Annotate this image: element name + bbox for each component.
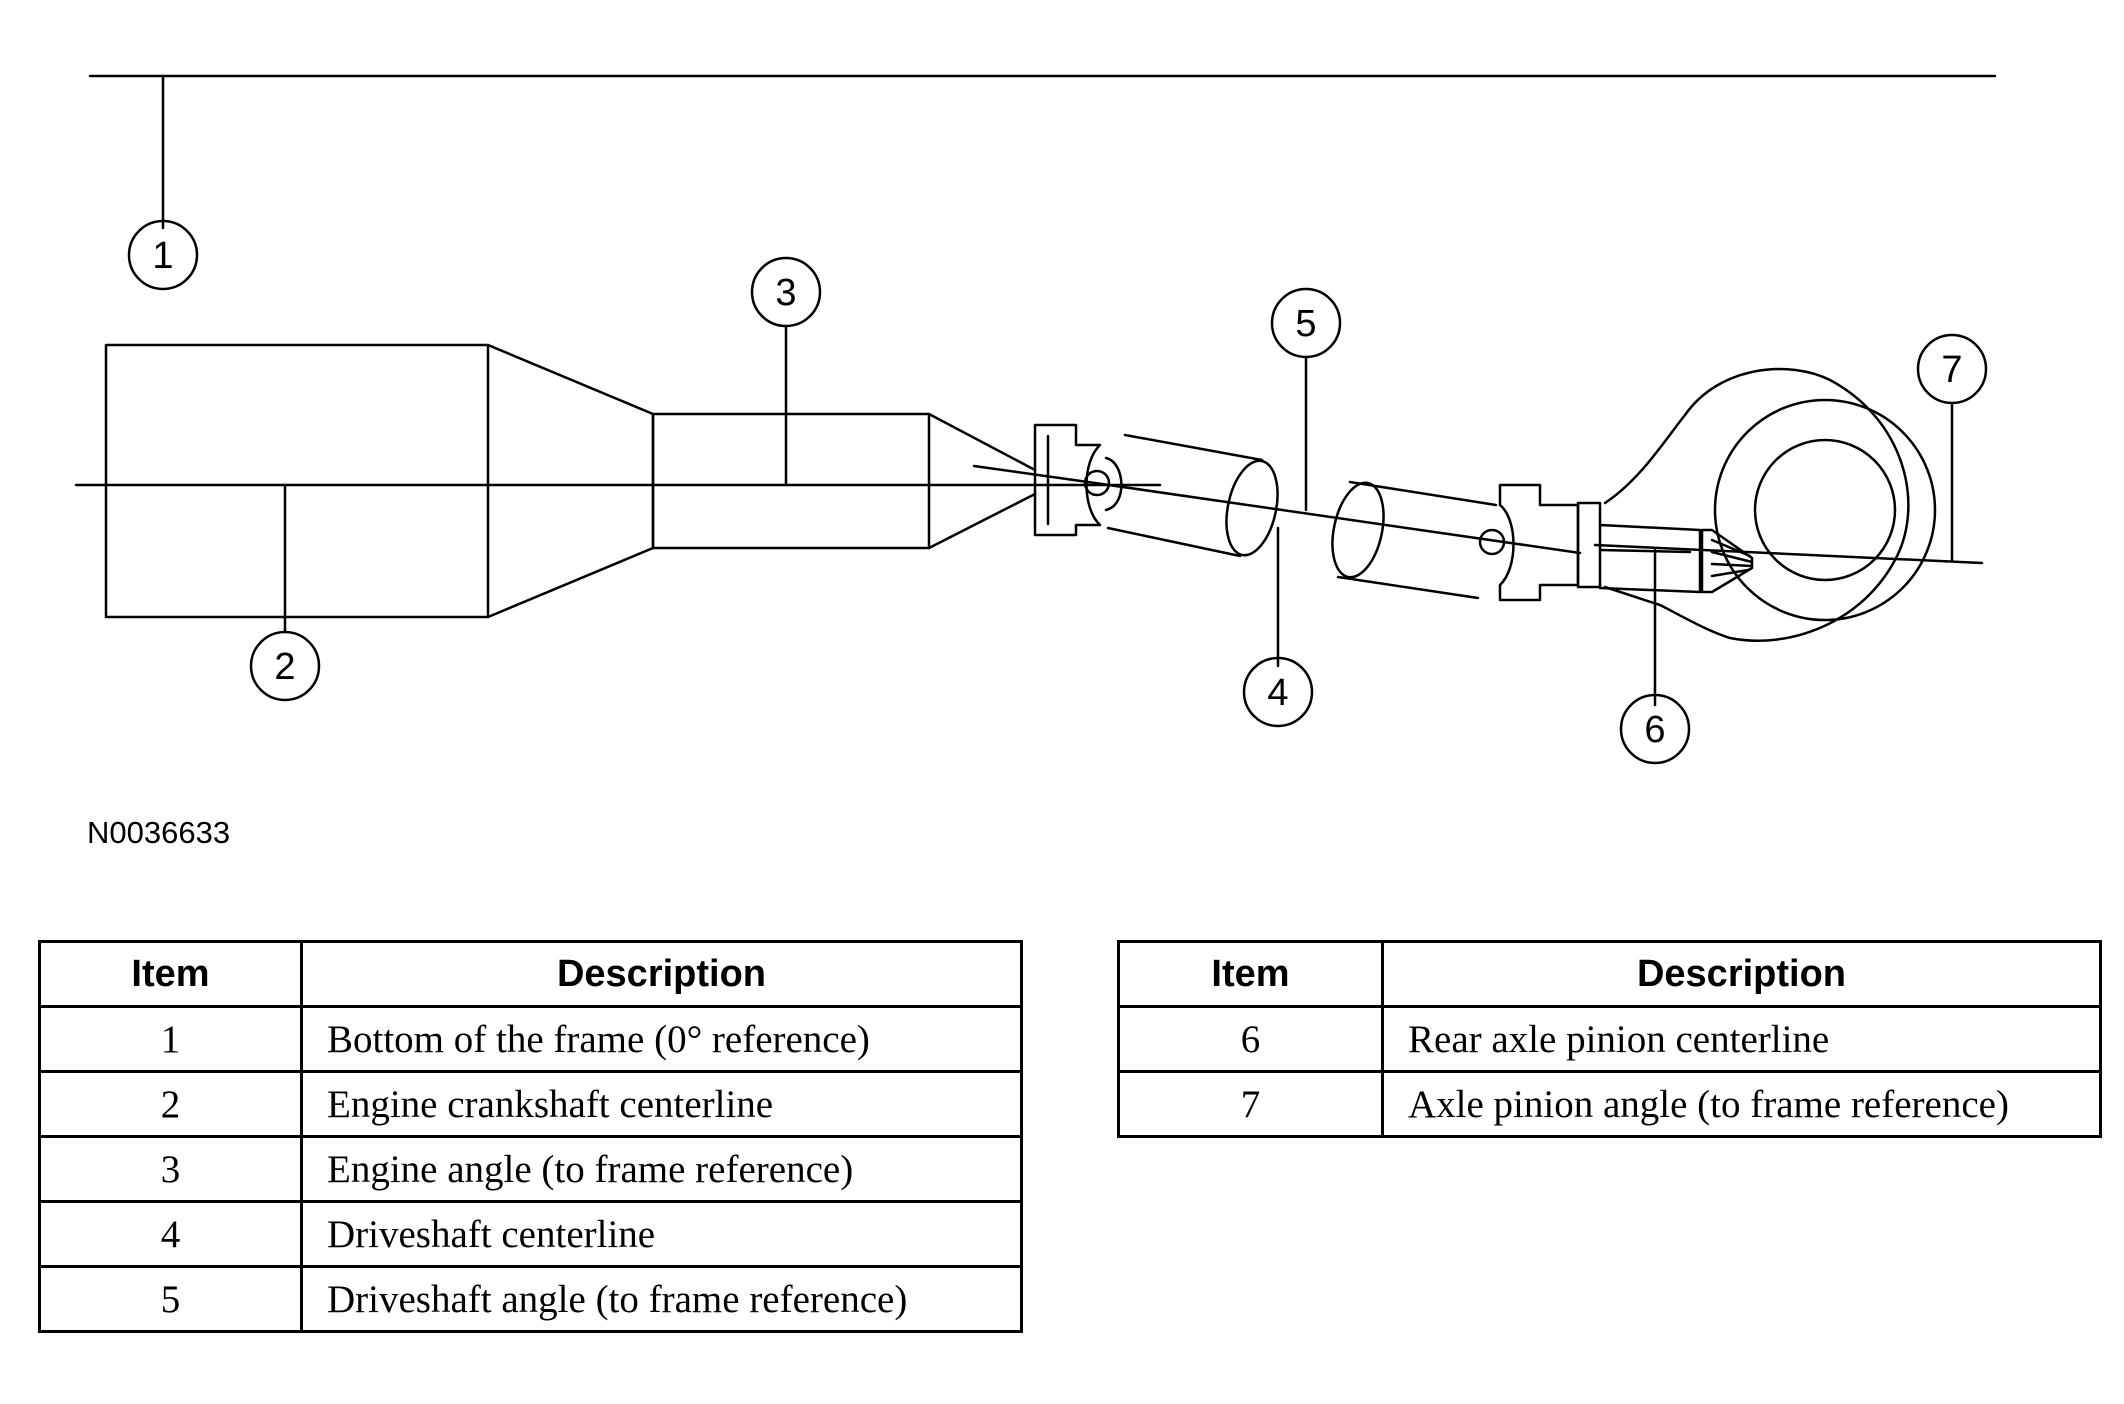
table-header-row: Item Description: [38, 940, 1023, 1008]
legend-table-left: Item Description 1 Bottom of the frame (…: [38, 940, 1023, 1333]
item-number: 6: [1117, 1005, 1384, 1073]
callout-number-5: 5: [1295, 303, 1316, 345]
figure-id: N0036633: [87, 815, 231, 850]
callout-circle-3: [750, 256, 822, 328]
driveline-angle-diagram: 1 2 3 4 5 6 7: [74, 74, 1997, 765]
item-description: Rear axle pinion centerline: [1381, 1005, 2102, 1073]
callout-number-1: 1: [152, 235, 173, 277]
callout-circle-2: [249, 630, 321, 702]
rear-tube-end: [1331, 481, 1385, 579]
table-header-row: Item Description: [1117, 940, 2102, 1008]
item-description: Driveshaft centerline: [300, 1200, 1023, 1268]
item-number: 2: [38, 1070, 303, 1138]
table-row: 3 Engine angle (to frame reference): [38, 1135, 1023, 1203]
rear-u-joint: [1478, 528, 1506, 556]
differential-housing: [1603, 367, 1910, 642]
callout-circle-7: [1916, 333, 1988, 405]
engine-block: [104, 343, 490, 619]
pinion-housing: [1598, 523, 1702, 594]
pinion-gear: [1700, 528, 1754, 594]
callout-number-3: 3: [775, 272, 796, 314]
front-u-joint: [1083, 469, 1111, 497]
header-description: Description: [1381, 940, 2102, 1008]
header-description: Description: [300, 940, 1023, 1008]
front-u-joint-cap: [1104, 456, 1123, 512]
front-driveshaft-tube: [1106, 433, 1264, 558]
ring-gear-inner: [1753, 438, 1897, 582]
rear-driveshaft-tube: [1336, 480, 1498, 600]
item-number: 3: [38, 1135, 303, 1203]
callout-number-2: 2: [274, 646, 295, 688]
table-row: 2 Engine crankshaft centerline: [38, 1070, 1023, 1138]
legend-table-right: Item Description 6 Rear axle pinion cent…: [1117, 940, 2102, 1138]
table-row: 6 Rear axle pinion centerline: [1117, 1005, 2102, 1073]
callout-number-7: 7: [1941, 349, 1962, 391]
item-description: Bottom of the frame (0° reference): [300, 1005, 1023, 1073]
ring-gear-outer: [1713, 398, 1937, 622]
callout-circle-4: [1242, 656, 1314, 728]
item-description: Engine angle (to frame reference): [300, 1135, 1023, 1203]
header-item: Item: [1117, 940, 1384, 1008]
table-row: 1 Bottom of the frame (0° reference): [38, 1005, 1023, 1073]
callout-number-6: 6: [1644, 709, 1665, 751]
pinion-seal-line: [1598, 548, 1692, 554]
item-number: 7: [1117, 1070, 1384, 1138]
item-number: 5: [38, 1265, 303, 1333]
header-item: Item: [38, 940, 303, 1008]
item-description: Driveshaft angle (to frame reference): [300, 1265, 1023, 1333]
item-number: 1: [38, 1005, 303, 1073]
item-description: Engine crankshaft centerline: [300, 1070, 1023, 1138]
bell-housing: [486, 343, 655, 619]
transmission-tail: [927, 412, 1037, 550]
transmission-body: [651, 412, 931, 550]
table-row: 4 Driveshaft centerline: [38, 1200, 1023, 1268]
callout-circle-1: [127, 219, 199, 291]
pinion-centerline: [1593, 543, 1984, 565]
item-description: Axle pinion angle (to frame reference): [1381, 1070, 2102, 1138]
table-row: 5 Driveshaft angle (to frame reference): [38, 1265, 1023, 1333]
table-row: 7 Axle pinion angle (to frame reference): [1117, 1070, 2102, 1138]
callout-circle-6: [1619, 693, 1691, 765]
callout-circle-5: [1270, 287, 1342, 359]
item-number: 4: [38, 1200, 303, 1268]
callout-number-4: 4: [1267, 672, 1288, 714]
